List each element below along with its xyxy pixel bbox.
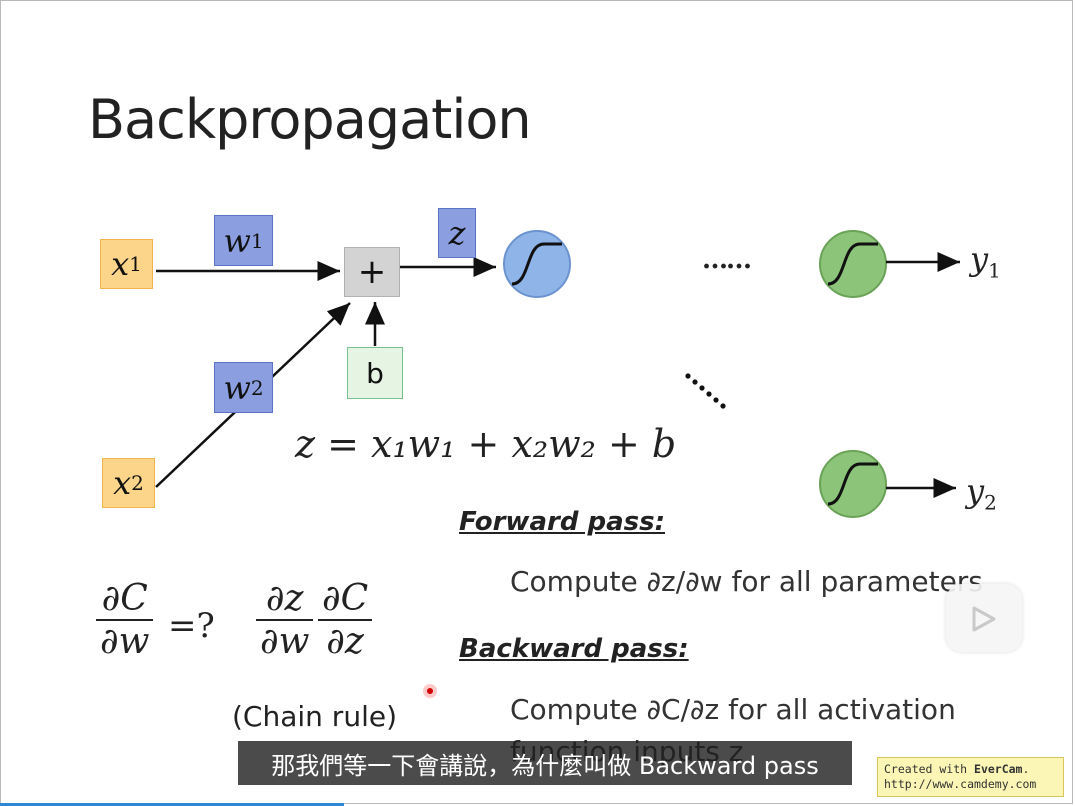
evercam-watermark[interactable]: Created with EverCam. http://www.camdemy…	[877, 757, 1064, 797]
z-equation: z = x₁w₁ + x₂w₂ + b	[295, 422, 677, 466]
output-y2: y2	[966, 472, 997, 515]
forward-pass-heading: Forward pass:	[459, 507, 665, 537]
forward-pass-text: Compute ∂z/∂w for all parameters	[510, 565, 983, 598]
watermark-url: http://www.camdemy.com	[884, 777, 1037, 791]
dz-dw-fraction: ∂z ∂w	[256, 578, 314, 662]
backward-pass-text-line1: Compute ∂C/∂z for all activation	[510, 693, 956, 726]
dC-dz-fraction: ∂C ∂z	[318, 578, 373, 662]
diagonal-ellipsis-icon	[685, 373, 726, 409]
pointer-cursor-icon	[423, 684, 437, 698]
sum-node: +	[344, 247, 400, 297]
video-subtitle: 那我們等一下會講說，為什麼叫做 Backward pass	[238, 741, 852, 785]
equals-question: =?	[168, 606, 215, 646]
neuron-blue-sigmoid-icon	[503, 230, 571, 298]
watermark-line1: Created with EverCam.	[884, 762, 1030, 776]
neuron-green-2-sigmoid-icon	[819, 450, 887, 518]
z-box: z	[438, 208, 476, 258]
bias-box: b	[347, 347, 403, 399]
output-y1: y1	[970, 240, 1001, 283]
play-button[interactable]	[946, 584, 1022, 652]
chain-rule-label: (Chain rule)	[232, 700, 397, 733]
neuron-green-1-sigmoid-icon	[819, 230, 887, 298]
backward-pass-heading: Backward pass:	[459, 634, 689, 664]
slide-title: Backpropagation	[88, 88, 532, 151]
dC-dw-fraction: ∂C ∂w	[96, 578, 154, 662]
horizontal-ellipsis: ……	[702, 245, 752, 275]
video-progress-bar[interactable]	[0, 803, 344, 806]
play-icon	[972, 606, 996, 632]
